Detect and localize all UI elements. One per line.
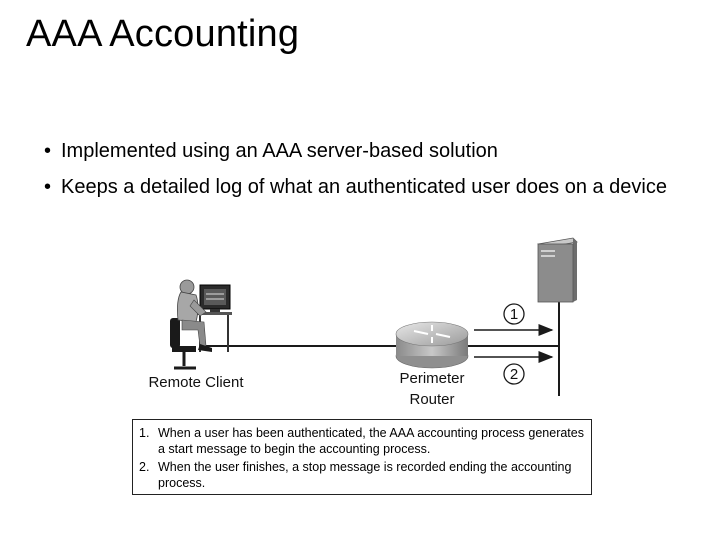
step-note-item: 1. When a user has been authenticated, t… <box>139 425 585 457</box>
step-notes-list: 1. When a user has been authenticated, t… <box>139 425 585 491</box>
step-note-number-value: 2 <box>139 460 146 474</box>
step-note-number-value: 1 <box>139 426 146 440</box>
step-2-number: 2 <box>510 366 518 383</box>
step-1-number: 1 <box>510 306 518 323</box>
step-note-number: 2. <box>139 459 149 475</box>
step-note-text: When the user finishes, a stop message i… <box>158 460 571 490</box>
step-note-item: 2. When the user finishes, a stop messag… <box>139 459 585 491</box>
remote-client-label: Remote Client <box>148 374 244 391</box>
step-note-number: 1. <box>139 425 149 441</box>
router-label-line-2: Router <box>409 391 454 408</box>
user-at-computer-icon <box>170 280 232 368</box>
router-icon <box>396 322 468 368</box>
step-notes-box: 1. When a user has been authenticated, t… <box>132 419 592 495</box>
server-icon <box>538 238 577 302</box>
router-label-line-1: Perimeter <box>399 370 464 387</box>
step-note-text: When a user has been authenticated, the … <box>158 426 584 456</box>
